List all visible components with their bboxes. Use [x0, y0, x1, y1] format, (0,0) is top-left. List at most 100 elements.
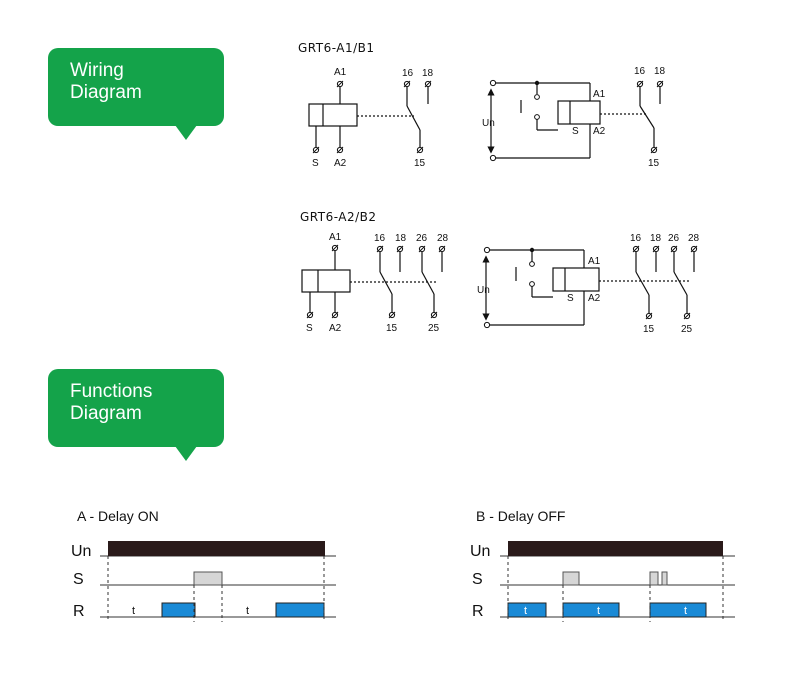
label-un: Un — [477, 285, 490, 296]
wiring-a1b1-right — [487, 82, 661, 159]
supply-terminal-bottom — [483, 321, 491, 329]
wiring-a2b2-right — [482, 249, 695, 326]
delay-on-r-pulse — [275, 602, 325, 618]
delay-on-un-pulse — [108, 541, 325, 556]
delay-off-r-pulse — [649, 602, 707, 618]
label-28: 28 — [437, 233, 449, 244]
functions-callout-line2: Diagram — [70, 403, 142, 424]
wiring-callout-text: Wiring Diagram — [70, 60, 142, 104]
label-a2: A2 — [588, 293, 601, 304]
callout-tail — [175, 446, 197, 461]
terminal-a1 — [331, 244, 339, 252]
terminal-25 — [430, 311, 438, 319]
label-18: 18 — [654, 66, 666, 77]
terminal-15 — [645, 312, 653, 320]
signal-un-label: Un — [71, 543, 91, 560]
signal-r-label: R — [472, 603, 484, 620]
label-a1: A1 — [329, 232, 342, 243]
terminal-15 — [388, 311, 396, 319]
terminal-a2 — [331, 311, 339, 319]
label-28: 28 — [688, 233, 700, 244]
wiring-a2b2-left — [301, 250, 443, 312]
switch-contact — [529, 261, 535, 267]
delay-on-title: A - Delay ON — [77, 508, 159, 524]
label-16: 16 — [634, 66, 646, 77]
label-16: 16 — [374, 233, 386, 244]
label-s: S — [306, 323, 313, 334]
terminal-18 — [396, 245, 404, 253]
signal-r-label: R — [73, 603, 85, 620]
delay-off-s-pulse — [661, 571, 668, 586]
functions-callout-text: Functions Diagram — [70, 381, 152, 425]
label-25: 25 — [681, 324, 693, 335]
switch-contact — [534, 114, 540, 120]
terminal-16 — [636, 80, 644, 88]
switch-contact — [534, 94, 540, 100]
delay-off-un-pulse — [508, 541, 723, 556]
relay-coil-box — [557, 100, 601, 125]
label-18: 18 — [395, 233, 407, 244]
terminal-18 — [656, 80, 664, 88]
supply-terminal-top — [483, 246, 491, 254]
delay-off-r-pulse — [562, 602, 620, 618]
supply-terminal-bottom — [489, 154, 497, 162]
label-15: 15 — [648, 158, 660, 169]
delay-t-label: t — [684, 605, 687, 617]
delay-on-s-pulse — [193, 571, 223, 586]
delay-t-label: t — [132, 605, 135, 617]
relay-coil-box — [552, 267, 600, 292]
callout-tail — [175, 125, 197, 140]
terminal-16 — [632, 245, 640, 253]
label-s: S — [312, 158, 319, 169]
terminal-15 — [650, 146, 658, 154]
delay-t-label: t — [524, 605, 527, 617]
functions-diagram-callout: Functions Diagram — [48, 369, 224, 461]
label-26: 26 — [668, 233, 680, 244]
delay-off-s-pulse — [649, 571, 659, 586]
label-a1: A1 — [593, 89, 606, 100]
wiring-callout-line1: Wiring — [70, 60, 124, 81]
label-16: 16 — [630, 233, 642, 244]
delay-t-label: t — [597, 605, 600, 617]
junction-dot — [529, 247, 535, 253]
junction-dot — [534, 80, 540, 86]
delay-t-label: t — [246, 605, 249, 617]
wiring-diagram-callout: Wiring Diagram — [48, 48, 224, 140]
model-title-a2b2: GRT6-A2/B2 — [300, 210, 377, 224]
label-a2: A2 — [334, 158, 347, 169]
relay-coil-box — [301, 269, 351, 293]
label-25: 25 — [428, 323, 440, 334]
terminal-26 — [418, 245, 426, 253]
wiring-callout-line2: Diagram — [70, 82, 142, 103]
delay-off-title: B - Delay OFF — [476, 508, 565, 524]
label-s: S — [567, 293, 574, 304]
delay-on-r-pulse — [161, 602, 196, 618]
delay-off-s-pulse — [562, 571, 580, 586]
delay-off-guides — [507, 556, 724, 622]
relay-coil-box — [308, 103, 358, 127]
label-a2: A2 — [593, 126, 606, 137]
label-18: 18 — [650, 233, 662, 244]
terminal-a2 — [336, 146, 344, 154]
terminal-18 — [652, 245, 660, 253]
label-16: 16 — [402, 68, 414, 79]
label-a1: A1 — [588, 256, 601, 267]
label-s: S — [572, 126, 579, 137]
terminal-26 — [670, 245, 678, 253]
label-15: 15 — [386, 323, 398, 334]
label-a2: A2 — [329, 323, 342, 334]
delay-on-guides — [107, 556, 325, 622]
label-un: Un — [482, 118, 495, 129]
terminal-s — [306, 311, 314, 319]
wiring-a1b1-left — [308, 86, 429, 147]
label-a1: A1 — [334, 67, 347, 78]
switch-contact — [529, 281, 535, 287]
model-title-a1b1: GRT6-A1/B1 — [298, 41, 375, 55]
terminal-16 — [376, 245, 384, 253]
terminal-16 — [403, 80, 411, 88]
signal-un-label: Un — [470, 543, 490, 560]
label-15: 15 — [414, 158, 426, 169]
signal-s-label: S — [472, 571, 483, 588]
terminal-15 — [416, 146, 424, 154]
label-26: 26 — [416, 233, 428, 244]
